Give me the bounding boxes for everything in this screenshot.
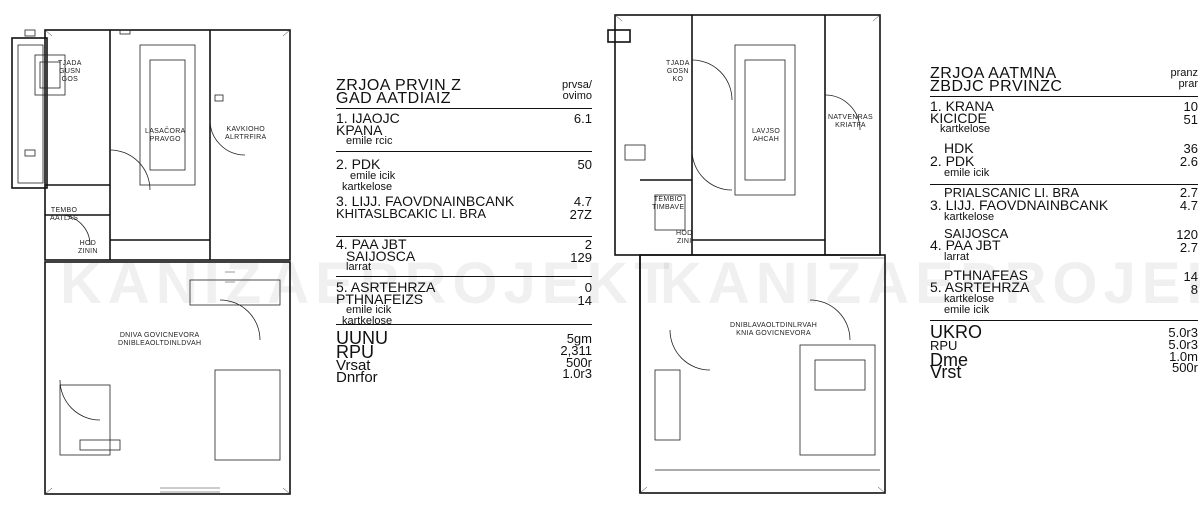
left-outer-wall-upper — [44, 29, 291, 261]
right-legend-unit-header: pranz prar — [1170, 67, 1198, 90]
right-outer-wall-lower — [639, 254, 886, 494]
right-legend-title: ZRJOA AATMNA — [930, 65, 1057, 82]
left-legend-row: 3. LIJJ. FAOVDNAINBCANK KHITASLBCAKIC LI… — [336, 193, 592, 222]
left-room-legend: ZRJOA PRVIN Z GAD AATDIAIZ prvsa/ ovimo … — [336, 77, 592, 386]
left-annex — [11, 37, 48, 189]
left-legend-unit-header: prvsa/ ovimo — [562, 79, 592, 102]
left-room-label-4: TEMBO AATLAS — [50, 207, 79, 222]
left-legend-row: 5. ASRTEHRZA PTHNAFEIZS emile icik kartk… — [336, 279, 592, 327]
right-legend-row: HDK 2. PDK emile icik 36 2.6 — [930, 140, 1198, 179]
right-floor-plan — [607, 14, 886, 494]
right-room-label-6: DNIBLAVAOLTDINLRVAH KNIA GOVICNEVORA — [730, 322, 818, 337]
right-legend-totals: UKRO RPU Dme Vrst 5.0r3 5.0r3 1.0m 500r — [930, 322, 1198, 382]
left-legend-totals: UUNU RPU Vrsat Dnrfor 5gm 2,311 500r 1.0… — [336, 328, 592, 386]
left-legend-row: 2. PDK emile icik kartkelose 50 — [336, 156, 592, 193]
right-legend-row: SAIJOSCA 4. PAA JBT larrat 120 2.7 — [930, 226, 1198, 263]
right-room-label-1: TJADA GOSN KO — [666, 60, 690, 83]
left-annex-inner — [17, 44, 44, 184]
right-room-label-5: HOD ZINI — [676, 230, 693, 245]
right-legend-subtitle: ZBDJC PRVINZC — [930, 78, 1063, 95]
right-room-label-2: LAVJSO AHCAH — [752, 128, 781, 143]
left-legend-row: 4. PAA JBT SAIJOSCA larrat 2 129 — [336, 236, 592, 273]
right-room-label-4: TEMBIO TIMBAVE — [652, 196, 685, 211]
left-room-label-6: DNIVA GOVICNEVORA DNIBLEAOLTDINLDVAH — [118, 332, 202, 347]
left-legend-subtitle: GAD AATDIAIZ — [336, 90, 452, 107]
left-legend-title: ZRJOA PRVIN Z — [336, 77, 462, 94]
left-room-label-5: HOD ZININ — [78, 240, 98, 255]
right-legend-row: PRIALSCANIC LI. BRA 3. LIJJ. FAOVDNAINBC… — [930, 185, 1198, 223]
right-room-label-3: NATVENRAS KRIATFA — [828, 114, 873, 129]
left-room-label-2: LASAČORA PRAVGO — [145, 128, 186, 143]
right-legend-row: 1. KRANA KICICDE kartkelose 10 51 — [930, 98, 1198, 135]
left-room-label-1: TJADA GUSN GOS — [58, 60, 82, 83]
right-legend-row: PTHNAFEAS 5. ASRTEHRZA kartkelose emile … — [930, 267, 1198, 316]
left-room-label-3: KAVKIOHO ALRTRFIRA — [225, 126, 267, 141]
left-floor-plan — [11, 29, 291, 495]
left-outer-wall-lower — [44, 261, 291, 495]
right-room-legend: ZRJOA AATMNA ZBDJC PRVINZC pranz prar 1.… — [930, 65, 1198, 382]
left-legend-row: 1. IJAOJC KPANA emile rcic 6.1 — [336, 110, 592, 147]
